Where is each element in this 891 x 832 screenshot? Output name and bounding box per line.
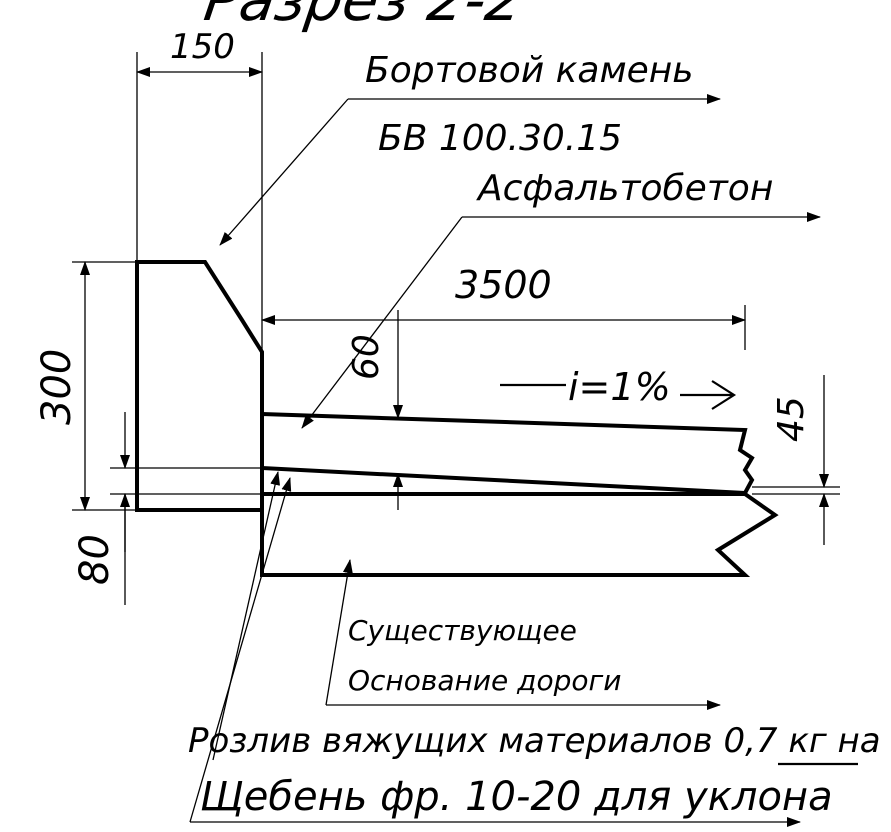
dim-300-label: 300 — [34, 349, 80, 425]
dimension-3500: 3500 — [261, 263, 746, 350]
binder-label: Розлив вяжущих материалов 0,7 кг на 1 м2 — [188, 721, 891, 761]
gravel-wedge — [260, 466, 746, 496]
curb-name-label: Бортовой камень — [365, 50, 694, 91]
dim-150-label: 150 — [170, 27, 235, 67]
dimension-150: 150 — [136, 27, 263, 352]
existing-line1-label: Существующее — [348, 614, 577, 647]
dimension-45: 45 — [752, 375, 840, 545]
dim-80-label: 80 — [72, 534, 118, 585]
dimension-80: 80 — [72, 412, 262, 605]
dim-3500-label: 3500 — [455, 263, 552, 307]
slope-annotation: i=1% — [500, 365, 737, 410]
dim-60-label: 60 — [346, 334, 387, 380]
existing-line2-label: Основание дороги — [348, 664, 621, 697]
asphalt-label: Асфальтобетон — [476, 168, 773, 209]
leader-gravel: Щебень фр. 10-20 для уклона — [189, 477, 833, 827]
curb-stone — [135, 260, 264, 512]
dimension-300: 300 — [34, 261, 137, 511]
dim-45-label: 45 — [771, 396, 812, 442]
leader-existing-base: Существующее Основание дороги — [325, 559, 721, 710]
slope-label: i=1% — [568, 365, 671, 409]
existing-base-layer — [260, 492, 779, 577]
leader-curb: Бортовой камень БВ 100.30.15 — [219, 50, 721, 246]
leader-asphalt: Асфальтобетон — [301, 168, 821, 429]
dimension-60: 60 — [346, 310, 403, 510]
leader-binder: Розлив вяжущих материалов 0,7 кг на 1 м2 — [188, 471, 891, 766]
section-title: Разрез 2-2 — [200, 0, 527, 34]
gravel-label: Щебень фр. 10-20 для уклона — [200, 774, 833, 820]
curb-mark-label: БВ 100.30.15 — [378, 118, 622, 159]
